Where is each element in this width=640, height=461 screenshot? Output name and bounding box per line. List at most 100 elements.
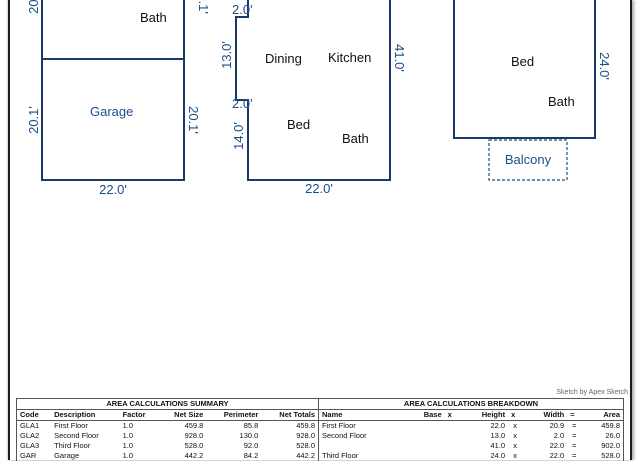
room-label-bed-c: Bed bbox=[511, 54, 534, 69]
breakdown-cell: 22.0 bbox=[490, 421, 506, 430]
summary-cell: 1.0 bbox=[122, 451, 134, 460]
table-row: First Floor 22.0 x 20.9 = 459.8 bbox=[319, 421, 623, 432]
summary-cell: 92.0 bbox=[243, 441, 259, 450]
room-label-garage: Garage bbox=[90, 104, 133, 119]
summary-cell: GLA3 bbox=[20, 441, 40, 450]
summary-header: Net Totals bbox=[261, 409, 319, 421]
area-summary-table: AREA CALCULATIONS SUMMARY Code Descripti… bbox=[17, 399, 319, 461]
summary-cell: 928.0 bbox=[184, 431, 204, 440]
table-row: GAR Garage 1.0 442.2 84.2 442.2 bbox=[17, 451, 319, 461]
dim-unit-b-notch-bottom: 2.0' bbox=[232, 96, 253, 111]
summary-cell: GLA1 bbox=[20, 421, 40, 430]
breakdown-cell: = bbox=[572, 421, 577, 430]
breakdown-cell: = bbox=[572, 441, 577, 450]
breakdown-title: AREA CALCULATIONS BREAKDOWN bbox=[319, 399, 623, 410]
summary-header: Net Size bbox=[158, 409, 207, 421]
dim-unit-b-left-lower: 14.0' bbox=[231, 122, 246, 150]
unit-a-garage-wall bbox=[41, 58, 185, 181]
table-row: GLA1 First Floor 1.0 459.8 85.8 459.8 bbox=[17, 421, 319, 432]
dim-unit-b-bottom: 22.0' bbox=[305, 181, 333, 196]
floor-plan-sketch: Bath Garage 20.1' 20.1' 20.1' 20.1' 22.0… bbox=[26, 0, 612, 197]
dim-unit-a-left-garage: 20.1' bbox=[26, 106, 41, 134]
room-label-bed-b: Bed bbox=[287, 117, 310, 132]
room-label-dining: Dining bbox=[265, 51, 302, 66]
breakdown-cell bbox=[404, 441, 444, 451]
breakdown-header: Base bbox=[404, 409, 445, 421]
summary-cell: First Floor bbox=[54, 421, 88, 430]
breakdown-header: Height bbox=[458, 409, 509, 421]
summary-cell: 928.0 bbox=[296, 431, 315, 440]
dim-unit-b-right: 41.0' bbox=[392, 44, 407, 72]
summary-header: Code bbox=[17, 409, 52, 421]
unit-c: Bed Bath Balcony 24.0' bbox=[453, 0, 612, 181]
table-row: 41.0 x 22.0 = 902.0 bbox=[319, 441, 623, 451]
breakdown-cell: 902.0 bbox=[601, 441, 620, 450]
summary-cell: 84.2 bbox=[243, 451, 259, 460]
unit-b-wall bbox=[235, 0, 391, 181]
breakdown-cell: 528.0 bbox=[601, 451, 620, 460]
summary-cell: 1.0 bbox=[122, 441, 134, 450]
breakdown-header: = bbox=[567, 409, 582, 421]
table-row: Second Floor 13.0 x 2.0 = 26.0 bbox=[319, 431, 623, 441]
summary-cell: Garage bbox=[54, 451, 80, 460]
dim-unit-a-right-garage: 20.1' bbox=[186, 106, 201, 134]
dim-unit-b-left-upper: 13.0' bbox=[219, 41, 234, 69]
summary-cell: 442.2 bbox=[184, 451, 204, 460]
balcony-outline bbox=[488, 139, 568, 181]
breakdown-header: Area bbox=[581, 409, 623, 421]
table-row: GLA2 Second Floor 1.0 928.0 130.0 928.0 bbox=[17, 431, 319, 441]
breakdown-cell bbox=[319, 441, 404, 451]
breakdown-cell: x bbox=[513, 431, 517, 440]
breakdown-header: Width bbox=[522, 409, 568, 421]
table-row: Third Floor 24.0 x 22.0 = 528.0 bbox=[319, 451, 623, 461]
summary-cell: GLA2 bbox=[20, 431, 40, 440]
summary-header: Factor bbox=[119, 409, 159, 421]
summary-title: AREA CALCULATIONS SUMMARY bbox=[17, 399, 319, 410]
unit-b: Dining Kitchen Bed Bath 2.0' 13.0' 2.0' … bbox=[219, 0, 407, 196]
summary-cell: 1.0 bbox=[122, 421, 134, 430]
breakdown-cell: x bbox=[513, 421, 517, 430]
summary-cell: 459.8 bbox=[184, 421, 204, 430]
dim-unit-b-notch-top: 2.0' bbox=[232, 2, 253, 17]
breakdown-cell: 13.0 bbox=[490, 431, 506, 440]
breakdown-header: x bbox=[444, 409, 459, 421]
breakdown-cell: 22.0 bbox=[549, 441, 565, 450]
dim-unit-a-right-top: 20.1' bbox=[196, 0, 211, 14]
breakdown-header: x bbox=[508, 409, 523, 421]
dim-unit-a-left-top: 20.1' bbox=[26, 0, 41, 14]
breakdown-cell bbox=[445, 421, 459, 432]
unit-a: Bath Garage 20.1' 20.1' 20.1' 20.1' 22.0… bbox=[26, 0, 211, 197]
summary-cell: 528.0 bbox=[184, 441, 204, 450]
breakdown-cell: 26.0 bbox=[605, 431, 620, 440]
breakdown-cell: x bbox=[513, 451, 517, 460]
room-label-bath-a: Bath bbox=[140, 10, 167, 25]
summary-cell: 528.0 bbox=[296, 441, 315, 450]
summary-cell: 459.8 bbox=[296, 421, 315, 430]
unit-a-upper-wall bbox=[41, 0, 185, 60]
unit-c-wall bbox=[453, 0, 596, 139]
sketch-credit: Sketch by Apex Sketch bbox=[556, 389, 628, 396]
area-breakdown-table: AREA CALCULATIONS BREAKDOWN Name Base x … bbox=[319, 399, 623, 461]
breakdown-cell: 41.0 bbox=[490, 441, 506, 450]
table-row: GLA3 Third Floor 1.0 528.0 92.0 528.0 bbox=[17, 441, 319, 451]
summary-cell: 130.0 bbox=[239, 431, 259, 440]
breakdown-cell bbox=[445, 441, 459, 451]
room-label-bath-b: Bath bbox=[342, 131, 369, 146]
breakdown-header: Name bbox=[319, 409, 405, 421]
breakdown-cell: Second Floor bbox=[322, 431, 367, 440]
summary-cell: Third Floor bbox=[54, 441, 91, 450]
breakdown-cell bbox=[445, 431, 459, 441]
breakdown-cell: = bbox=[572, 451, 577, 460]
summary-cell: 85.8 bbox=[243, 421, 259, 430]
breakdown-cell bbox=[404, 421, 444, 432]
summary-header: Perimeter bbox=[206, 409, 262, 421]
breakdown-cell: 459.8 bbox=[601, 421, 620, 430]
breakdown-cell: x bbox=[513, 441, 517, 450]
summary-header: Description bbox=[51, 409, 120, 421]
breakdown-cell: 24.0 bbox=[490, 451, 506, 460]
sketch-page bbox=[8, 0, 632, 460]
breakdown-cell: = bbox=[572, 431, 577, 440]
room-label-balcony: Balcony bbox=[505, 152, 552, 167]
breakdown-cell: 2.0 bbox=[553, 431, 565, 440]
area-calculations: AREA CALCULATIONS SUMMARY Code Descripti… bbox=[16, 398, 624, 461]
